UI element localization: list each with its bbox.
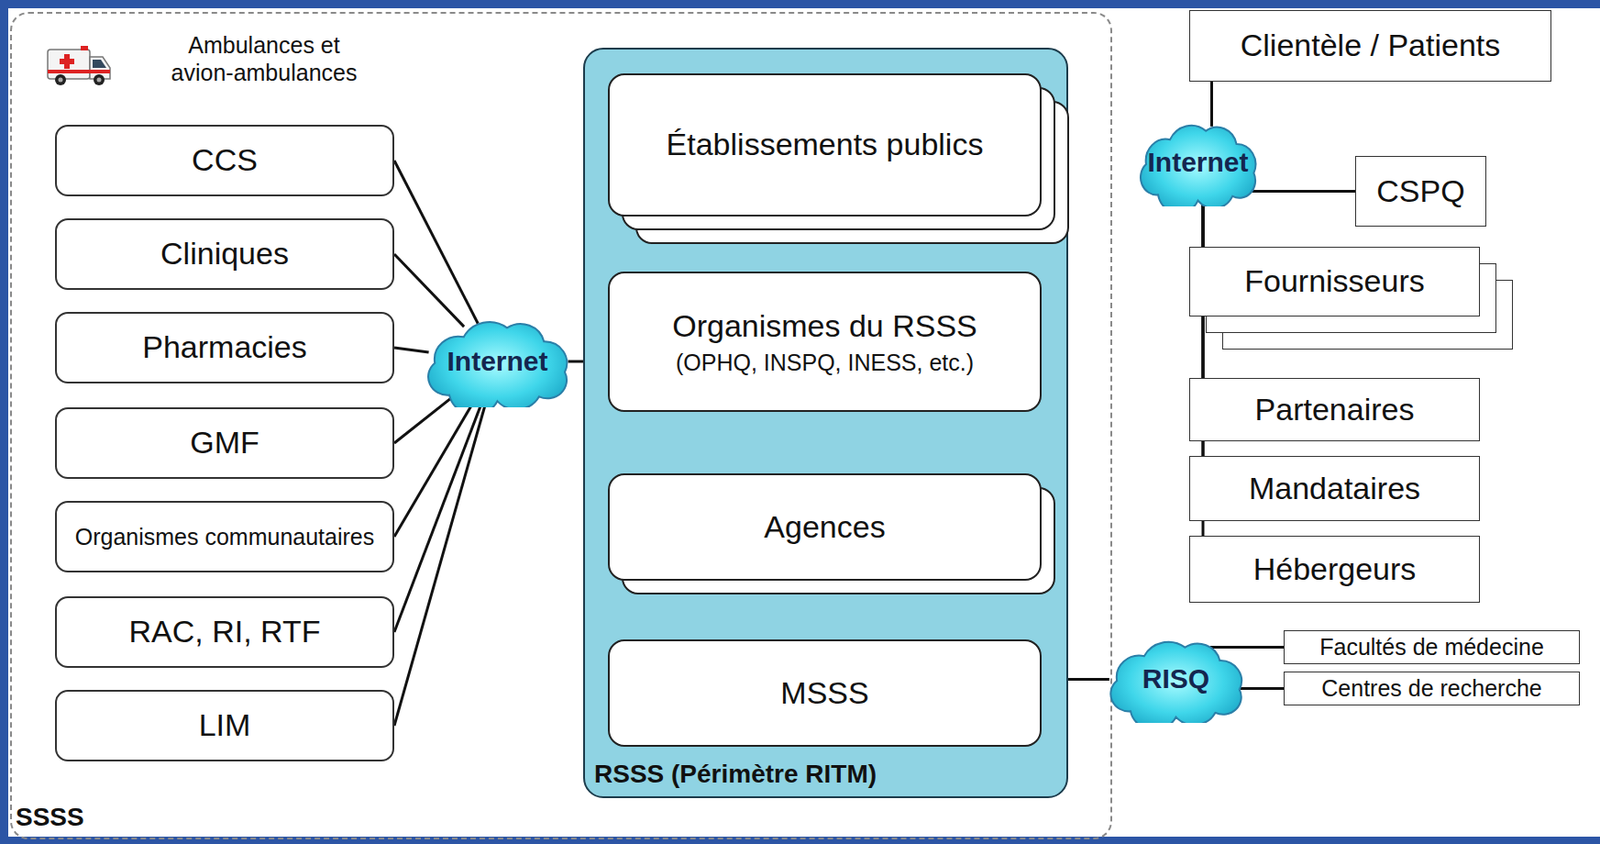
- node-label: LIM: [198, 706, 252, 743]
- node-label: Organismes du RSSS: [672, 308, 978, 344]
- node-label: Hébergeurs: [1253, 551, 1417, 587]
- entity-box: MSSS: [607, 639, 1042, 747]
- entity-box: Organismes du RSSS (OPHQ, INSPQ, INESS, e…: [607, 271, 1042, 412]
- entity-box: Agences: [607, 473, 1042, 581]
- network-link: [1210, 645, 1284, 649]
- entity-box: Centres de recherche: [1283, 671, 1580, 706]
- cloud-outline: [1110, 641, 1242, 723]
- entity-box: Cliniques: [55, 218, 395, 290]
- entity-box: Fournisseurs: [1189, 246, 1480, 317]
- entity-box: Mandataires: [1189, 455, 1480, 521]
- node-label: Partenaires: [1255, 391, 1415, 428]
- node-label: Facultés de médecine: [1319, 633, 1545, 661]
- entity-box: Hébergeurs: [1189, 535, 1480, 603]
- entity-box: Pharmacies: [55, 311, 395, 384]
- entity-box: Clientèle / Patients: [1189, 10, 1552, 82]
- network-link: [568, 360, 585, 364]
- network-link: [1240, 686, 1284, 690]
- entity-box: Facultés de médecine: [1283, 629, 1580, 664]
- network-link: [394, 253, 464, 327]
- node-label: MSSS: [780, 674, 869, 711]
- node-label: CCS: [191, 142, 258, 178]
- network-cloud: Internet: [417, 315, 578, 408]
- network-cloud: RISQ: [1100, 635, 1252, 723]
- node-label: Agences: [763, 508, 885, 545]
- entity-box: CCS: [55, 124, 395, 197]
- node-label: RISQ: [1142, 662, 1210, 696]
- cloud-outline: [1140, 125, 1256, 207]
- network-link: [394, 398, 475, 537]
- node-label: Mandataires: [1248, 470, 1421, 507]
- entity-box: RAC, RI, RTF: [55, 595, 395, 668]
- network-link: [394, 400, 487, 727]
- node-label: Fournisseurs: [1244, 263, 1425, 299]
- entity-box: LIM: [55, 689, 395, 762]
- cloud-outline: [428, 321, 567, 408]
- node-label: (OPHQ, INSPQ, INESS, etc.): [675, 349, 974, 376]
- system-region: SSSS CCS CliniquesPharmaciesGMF Organismes …: [10, 11, 1113, 839]
- node-label: Internet: [446, 345, 548, 378]
- network-link: [1235, 189, 1356, 193]
- node-label: GMF: [189, 424, 260, 461]
- network-cloud: Internet: [1131, 119, 1265, 207]
- node-label: Cliniques: [160, 235, 289, 272]
- node-label: Internet: [1147, 146, 1248, 179]
- node-label: CSPQ: [1376, 173, 1465, 210]
- network-perimeter: RSSS (Périmètre RITM) Établissements publ…: [583, 47, 1069, 798]
- entity-box: CSPQ: [1355, 155, 1487, 227]
- network-link: [394, 393, 457, 443]
- node-label: Pharmacies: [142, 329, 308, 365]
- entity-box: Partenaires: [1189, 377, 1480, 442]
- node-label: Établissements publics: [666, 126, 984, 163]
- entity-box: GMF: [55, 407, 395, 479]
- network-link: [394, 347, 430, 353]
- entity-box: Organismes communautaires: [55, 500, 395, 573]
- ambulance-icon: [47, 45, 111, 86]
- region-label: SSSS: [15, 802, 85, 832]
- entity-box: Établissements publics: [607, 73, 1042, 217]
- node-label: Centres de recherche: [1321, 674, 1542, 702]
- network-link: [394, 399, 484, 632]
- node-label: Organismes communautaires: [75, 523, 376, 551]
- icon-caption: Ambulances et avion-ambulances: [157, 31, 371, 87]
- network-link: [1068, 677, 1110, 681]
- network-link: [1210, 81, 1214, 127]
- node-label: Clientèle / Patients: [1240, 27, 1501, 64]
- region-label: RSSS (Périmètre RITM): [594, 759, 877, 789]
- node-label: RAC, RI, RTF: [128, 613, 320, 650]
